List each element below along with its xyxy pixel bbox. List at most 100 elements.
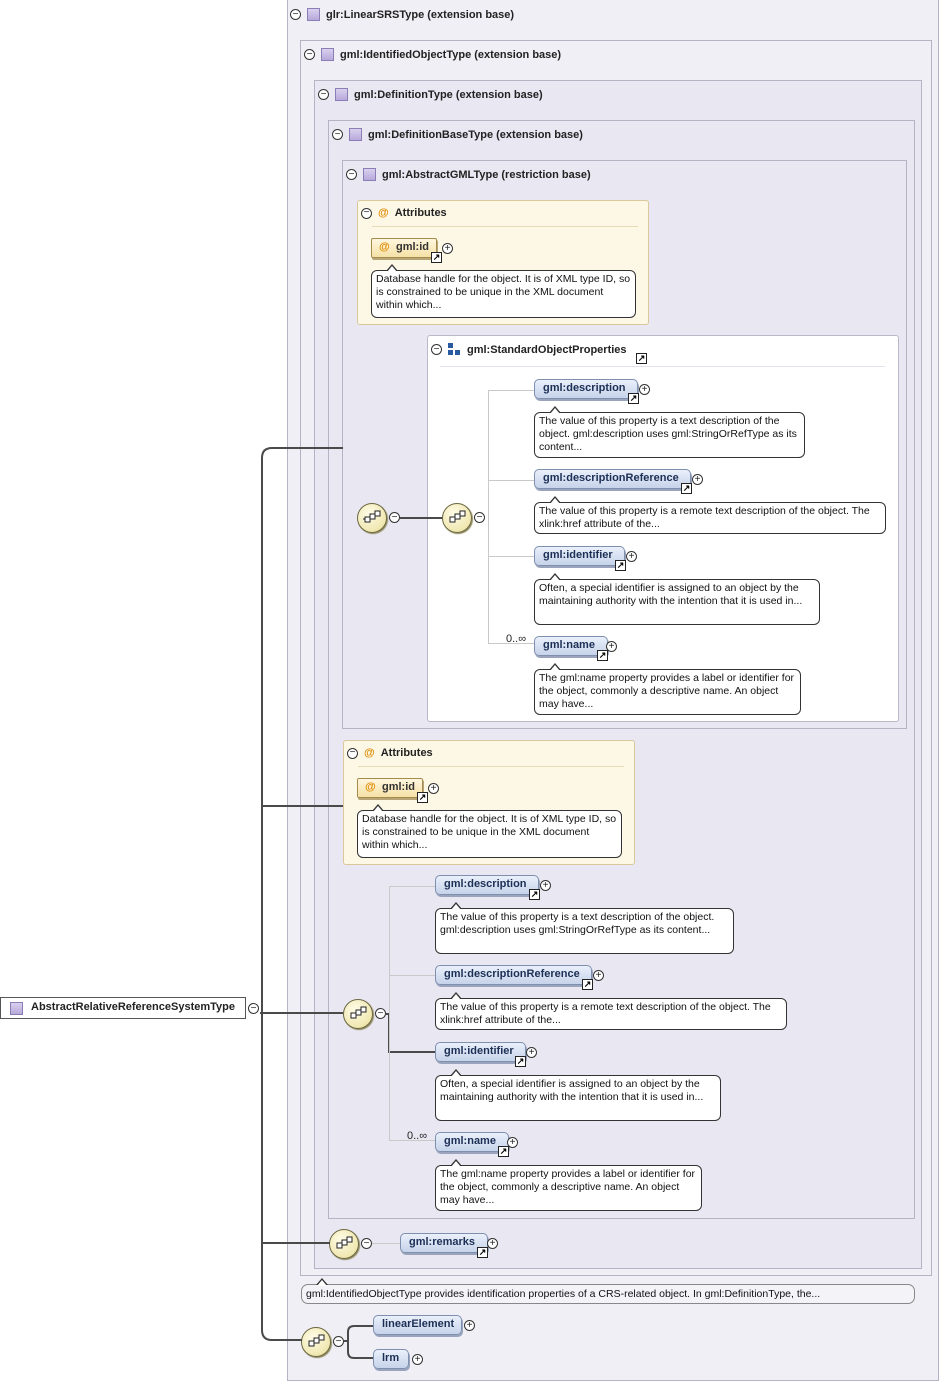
collapse-icon[interactable]: − xyxy=(304,49,315,60)
sequence-compositor-icon[interactable] xyxy=(301,1327,331,1357)
element-doc: The value of this property is a remote t… xyxy=(435,992,787,1030)
expand-icon[interactable]: + xyxy=(412,1354,423,1365)
expand-icon[interactable]: + xyxy=(464,1320,475,1331)
attributes-title: Attributes xyxy=(380,747,433,759)
element-gml-description[interactable]: gml:description xyxy=(534,379,638,399)
connector xyxy=(389,886,435,887)
element-label: gml:identifier xyxy=(444,1045,514,1057)
element-doc: Often, a special identifier is assigned … xyxy=(534,573,820,625)
group-header-standard-object-properties[interactable]: − gml:StandardObjectProperties xyxy=(431,343,627,356)
expand-icon[interactable]: + xyxy=(507,1137,518,1148)
frame-header-definition-type[interactable]: − gml:DefinitionType (extension base) xyxy=(318,88,543,101)
element-gml-description-reference[interactable]: gml:descriptionReference xyxy=(435,965,592,985)
sequence-compositor-icon[interactable] xyxy=(329,1229,359,1259)
expand-icon[interactable]: + xyxy=(593,970,604,981)
attribute-gml-id[interactable]: @ gml:id xyxy=(371,238,437,258)
collapse-icon[interactable]: − xyxy=(318,89,329,100)
connector xyxy=(372,1243,400,1244)
expand-icon[interactable]: + xyxy=(487,1238,498,1249)
attribute-gml-id[interactable]: @ gml:id xyxy=(357,778,423,798)
collapse-icon[interactable]: − xyxy=(431,344,442,355)
frame-header-identified-object-type[interactable]: − gml:IdentifiedObjectType (extension ba… xyxy=(304,48,561,61)
attributes-header-outer[interactable]: − @ Attributes xyxy=(347,747,433,759)
connector xyxy=(488,390,534,391)
attribute-label: gml:id xyxy=(396,241,429,253)
element-gml-description-reference[interactable]: gml:descriptionReference xyxy=(534,469,691,489)
element-doc: The value of this property is a text des… xyxy=(435,902,734,954)
collapse-icon[interactable]: − xyxy=(375,1008,386,1019)
expand-icon[interactable]: + xyxy=(428,783,439,794)
collapse-icon[interactable]: − xyxy=(333,1336,344,1347)
complex-type-icon xyxy=(307,8,320,21)
element-label: gml:remarks xyxy=(409,1236,476,1248)
link-icon[interactable]: ↗ xyxy=(529,889,540,900)
group-title: gml:StandardObjectProperties xyxy=(467,343,627,356)
link-icon[interactable]: ↗ xyxy=(628,393,639,404)
expand-icon[interactable]: + xyxy=(692,474,703,485)
element-lrm[interactable]: lrm xyxy=(373,1349,409,1369)
collapse-icon[interactable]: − xyxy=(361,207,372,219)
element-doc: The gml:name property provides a label o… xyxy=(435,1159,702,1211)
collapse-icon[interactable]: − xyxy=(361,1238,372,1249)
expand-icon[interactable]: + xyxy=(606,641,617,652)
group-icon xyxy=(448,343,461,356)
frame-title: glr:LinearSRSType (extension base) xyxy=(326,8,515,21)
root-complex-type[interactable]: AbstractRelativeReferenceSystemType xyxy=(0,997,246,1019)
collapse-icon[interactable]: − xyxy=(290,9,301,20)
element-linear-element[interactable]: linearElement xyxy=(373,1315,462,1335)
link-icon[interactable]: ↗ xyxy=(498,1146,509,1157)
element-label: gml:descriptionReference xyxy=(444,968,580,980)
attribute-doc-inner: Database handle for the object. It is of… xyxy=(371,264,636,318)
connector xyxy=(388,1051,435,1053)
attribute-doc-outer: Database handle for the object. It is of… xyxy=(357,804,622,858)
link-icon[interactable]: ↗ xyxy=(597,650,608,661)
element-gml-name[interactable]: gml:name xyxy=(435,1132,509,1152)
link-icon[interactable]: ↗ xyxy=(477,1247,488,1258)
frame-title: gml:AbstractGMLType (restriction base) xyxy=(382,168,591,181)
element-gml-remarks[interactable]: gml:remarks xyxy=(400,1233,488,1253)
sequence-compositor-icon[interactable] xyxy=(343,999,373,1029)
link-icon[interactable]: ↗ xyxy=(515,1056,526,1067)
expand-icon[interactable]: + xyxy=(526,1047,537,1058)
collapse-icon[interactable]: − xyxy=(389,512,400,523)
link-icon[interactable]: ↗ xyxy=(636,353,647,364)
expand-icon[interactable]: + xyxy=(442,243,453,254)
attribute-icon: @ xyxy=(365,781,376,793)
element-gml-identifier[interactable]: gml:identifier xyxy=(534,546,625,566)
link-icon[interactable]: ↗ xyxy=(681,483,692,494)
element-gml-description[interactable]: gml:description xyxy=(435,875,539,895)
frame-title: gml:DefinitionType (extension base) xyxy=(354,88,543,101)
expand-icon[interactable]: + xyxy=(639,384,650,395)
element-gml-identifier[interactable]: gml:identifier xyxy=(435,1042,526,1062)
sequence-compositor-icon[interactable] xyxy=(357,503,387,533)
connector xyxy=(488,643,534,644)
element-label: gml:name xyxy=(444,1135,496,1147)
sequence-compositor-icon[interactable] xyxy=(442,503,472,533)
divider xyxy=(358,766,624,767)
frame-title: gml:IdentifiedObjectType (extension base… xyxy=(340,48,562,61)
connector xyxy=(260,447,343,1341)
link-icon[interactable]: ↗ xyxy=(582,979,593,990)
collapse-icon[interactable]: − xyxy=(474,512,485,523)
attribute-icon: @ xyxy=(379,241,390,253)
frame-header-definition-base-type[interactable]: − gml:DefinitionBaseType (extension base… xyxy=(332,128,583,141)
cardinality-label: 0..∞ xyxy=(506,633,527,645)
link-icon[interactable]: ↗ xyxy=(431,252,442,263)
divider xyxy=(440,366,885,367)
identified-object-doc: gml:IdentifiedObjectType provides identi… xyxy=(301,1278,915,1304)
frame-header-linear-srs-type[interactable]: − glr:LinearSRSType (extension base) xyxy=(290,8,514,21)
collapse-icon[interactable]: − xyxy=(346,169,357,180)
collapse-icon[interactable]: − xyxy=(347,747,358,759)
frame-header-abstract-gml-type[interactable]: − gml:AbstractGMLType (restriction base) xyxy=(346,168,591,181)
expand-icon[interactable]: + xyxy=(540,880,551,891)
link-icon[interactable]: ↗ xyxy=(417,792,428,803)
attribute-label: gml:id xyxy=(382,781,415,793)
collapse-icon[interactable]: − xyxy=(248,1003,259,1014)
collapse-icon[interactable]: − xyxy=(332,129,343,140)
connector xyxy=(389,1140,435,1141)
attributes-header-inner[interactable]: − @ Attributes xyxy=(361,207,447,219)
expand-icon[interactable]: + xyxy=(626,551,637,562)
link-icon[interactable]: ↗ xyxy=(615,560,626,571)
attribute-icon: @ xyxy=(364,747,375,759)
connector xyxy=(488,390,489,643)
